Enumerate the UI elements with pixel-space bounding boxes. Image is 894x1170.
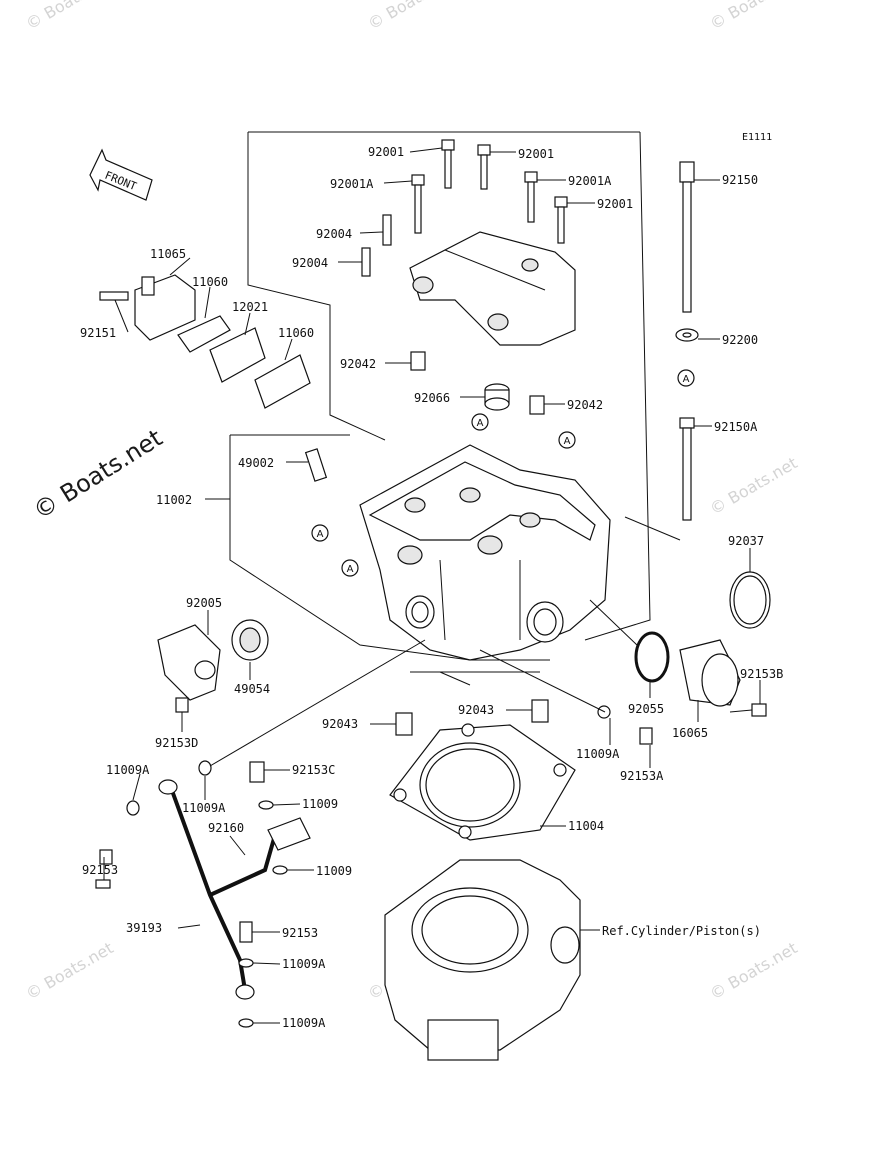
part-label: 92153	[282, 926, 318, 940]
part-label: 11009A	[576, 747, 620, 761]
front-arrow-icon: FRONT	[89, 148, 153, 201]
part-label: 92150A	[714, 420, 758, 434]
clamp	[729, 571, 771, 629]
part-label: 49054	[234, 682, 270, 696]
assembly-outline	[229, 131, 651, 686]
part-label: 92200	[722, 333, 758, 347]
part-labels: 92001 92001 92001A 92001A 92001 92004 92…	[80, 145, 783, 1030]
part-label: 11009	[316, 864, 352, 878]
part-label: 92153C	[292, 763, 335, 777]
part-label: 92153A	[620, 769, 664, 783]
marker-a: A	[317, 529, 324, 540]
part-label: 92042	[567, 398, 603, 412]
part-label: 92042	[340, 357, 376, 371]
part-label: 92043	[322, 717, 358, 731]
head-gasket	[389, 723, 576, 841]
watermark-tile: © Boats.net	[365, 0, 459, 33]
part-label: 49002	[238, 456, 274, 470]
watermark-tile: © Boats.net	[707, 938, 801, 1003]
part-label: 92001	[368, 145, 404, 159]
watermark-main: © Boats.net	[28, 424, 167, 525]
small-fasteners	[95, 697, 767, 1028]
part-label: 11009A	[282, 1016, 326, 1030]
marker-a: A	[683, 374, 690, 385]
part-label: 11009A	[282, 957, 326, 971]
intake-duct	[679, 639, 741, 707]
part-label: 92004	[292, 256, 328, 270]
part-label: 11065	[150, 247, 186, 261]
plug	[484, 383, 510, 411]
valve	[304, 448, 328, 482]
part-label: 92001	[518, 147, 554, 161]
water-outlet	[157, 624, 221, 701]
o-ring	[634, 631, 670, 683]
dowel-pin	[410, 351, 426, 371]
marker-a: A	[477, 418, 484, 429]
watermark-tile: © Boats.net	[707, 0, 801, 33]
part-label: 92037	[728, 534, 764, 548]
part-label: 39193	[126, 921, 162, 935]
part-label: 92005	[186, 596, 222, 610]
part-label: 12021	[232, 300, 268, 314]
watermark-tile: © Boats.net	[23, 0, 117, 33]
ref-label: Ref.Cylinder/Piston(s)	[602, 924, 761, 938]
cylinder	[384, 859, 581, 1061]
part-label: 92151	[80, 326, 116, 340]
watermark-tile: © Boats.net	[23, 938, 117, 1003]
leader-lines	[103, 147, 761, 1024]
oil-pipe	[158, 779, 311, 1000]
cylinder-head	[359, 444, 611, 661]
part-label: 11060	[278, 326, 314, 340]
cam-bolts	[361, 139, 568, 277]
part-label: 92004	[316, 227, 352, 241]
part-label: 11060	[192, 275, 228, 289]
watermark-tile: © Boats.net	[707, 453, 801, 518]
thermostat	[231, 619, 269, 661]
dowel-pin	[531, 699, 549, 723]
part-label: 92153D	[155, 736, 198, 750]
stud-bolt	[675, 161, 699, 521]
part-label: 92153B	[740, 667, 783, 681]
part-label: 11009	[302, 797, 338, 811]
diagram-code: E1111	[742, 132, 772, 143]
dowel-pin	[529, 395, 545, 415]
part-label: 11009A	[182, 801, 226, 815]
reed-valve-assembly	[99, 274, 311, 409]
part-label: 92153	[82, 863, 118, 877]
part-label: 11004	[568, 819, 604, 833]
part-label: 92001	[597, 197, 633, 211]
reference-markers: A A A A A	[311, 369, 695, 577]
part-label: 92043	[458, 703, 494, 717]
part-label: 11002	[156, 493, 192, 507]
marker-a: A	[347, 564, 354, 575]
part-label: 92001A	[330, 177, 374, 191]
dowel-pin	[395, 712, 413, 736]
part-label: 92160	[208, 821, 244, 835]
part-label: 92066	[414, 391, 450, 405]
part-label: 16065	[672, 726, 708, 740]
part-label: 92001A	[568, 174, 612, 188]
part-label: 92150	[722, 173, 758, 187]
part-label: 11009A	[106, 763, 150, 777]
marker-a: A	[564, 436, 571, 447]
camshaft-holder	[409, 231, 576, 346]
part-label: 92055	[628, 702, 664, 716]
